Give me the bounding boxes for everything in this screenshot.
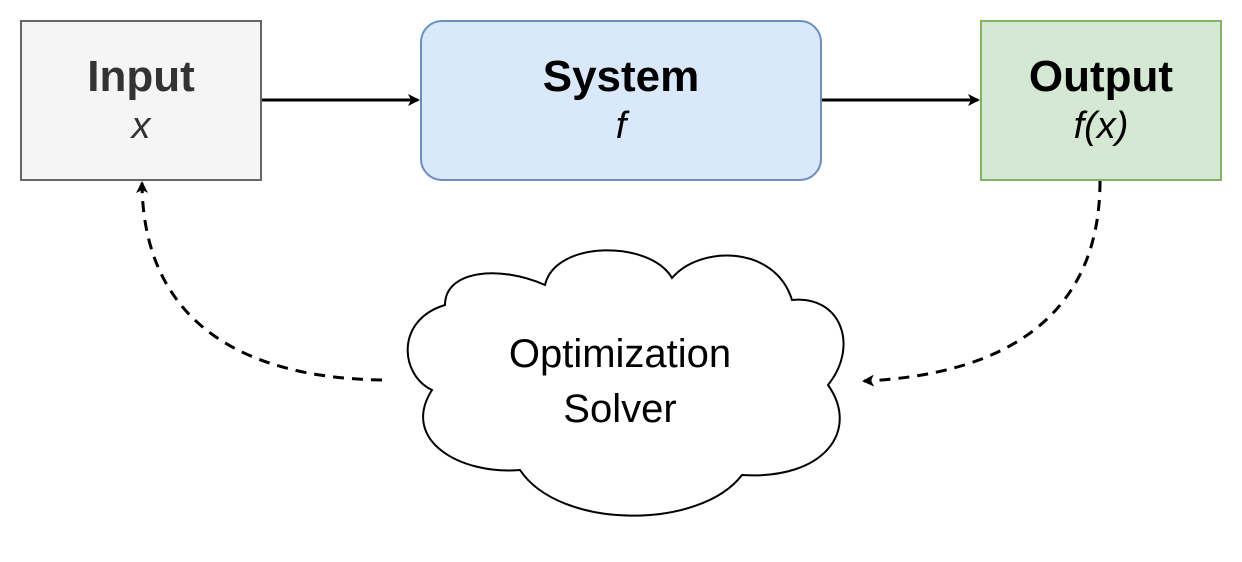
system-subtitle: f [615, 105, 627, 148]
solver-label-line2: Solver [563, 387, 677, 431]
output-node: Output f(x) [980, 20, 1222, 181]
system-title: System [542, 52, 700, 102]
solver-cloud-shape [406, 249, 845, 517]
output-title: Output [1028, 52, 1174, 102]
input-node: Input x [20, 20, 262, 181]
input-title: Input [87, 52, 195, 102]
output-subtitle: f(x) [1073, 105, 1129, 148]
solver-label-line1: Optimization [508, 331, 732, 376]
solver-node: Optimization Solver [470, 322, 770, 442]
system-node: System f [420, 20, 822, 181]
arrow-solver-to-input [136, 181, 383, 382]
input-subtitle: x [131, 105, 151, 148]
arrow-output-to-solver [862, 180, 1102, 387]
